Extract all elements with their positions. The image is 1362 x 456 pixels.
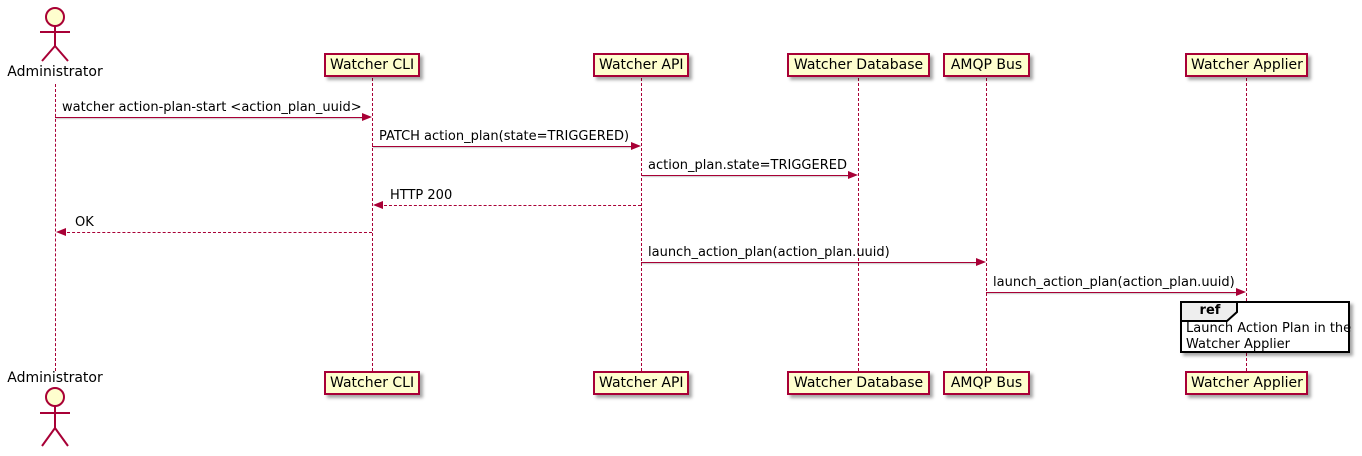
- participant-amqp-bus-bottom: AMQP Bus: [943, 371, 1030, 395]
- participant-watcher-database-top: Watcher Database: [787, 53, 930, 77]
- message-7-line: [986, 292, 1239, 293]
- message-1-label: watcher action-plan-start <action_plan_u…: [62, 100, 362, 115]
- lifeline-amqp-bus: [986, 78, 987, 371]
- message-1-line: [55, 117, 365, 118]
- actor-label-bottom: Administrator: [7, 370, 103, 386]
- message-6-arrowhead-icon: [976, 258, 986, 266]
- message-6-label: launch_action_plan(action_plan.uuid): [648, 245, 890, 260]
- actor-icon-bottom: [40, 387, 70, 447]
- message-3-line: [641, 175, 851, 176]
- message-3-arrowhead-icon: [848, 171, 858, 179]
- participant-amqp-bus-top: AMQP Bus: [943, 53, 1030, 77]
- participant-watcher-cli-bottom: Watcher CLI: [324, 371, 420, 395]
- lifeline-administrator: [55, 84, 56, 371]
- message-4-line: [379, 205, 641, 206]
- participant-watcher-database-bottom: Watcher Database: [787, 371, 930, 395]
- message-5-line: [62, 232, 372, 233]
- message-2-line: [372, 146, 634, 147]
- participant-watcher-api-top: Watcher API: [593, 53, 689, 77]
- message-4-label: HTTP 200: [390, 188, 453, 203]
- lifeline-watcher-database: [858, 78, 859, 371]
- ref-keyword: ref: [1199, 303, 1221, 318]
- actor-icon-top: [40, 7, 70, 62]
- participant-watcher-api-bottom: Watcher API: [593, 371, 689, 395]
- actor-label-top: Administrator: [7, 64, 103, 80]
- message-7-arrowhead-icon: [1236, 288, 1246, 296]
- ref-tab-shape: [1180, 301, 1238, 322]
- message-1-arrowhead-icon: [362, 113, 372, 121]
- ref-fragment: ref Launch Action Plan in the Watcher Ap…: [1180, 301, 1352, 353]
- lifeline-watcher-applier: [1246, 78, 1247, 371]
- ref-text-line2: Watcher Applier: [1186, 337, 1290, 352]
- participant-watcher-applier-top: Watcher Applier: [1185, 53, 1308, 77]
- message-2-label: PATCH action_plan(state=TRIGGERED): [379, 129, 630, 144]
- message-7-label: launch_action_plan(action_plan.uuid): [993, 275, 1235, 290]
- lifeline-watcher-cli: [372, 78, 373, 371]
- message-2-arrowhead-icon: [631, 142, 641, 150]
- message-3-label: action_plan.state=TRIGGERED: [648, 158, 847, 173]
- message-4-arrowhead-icon: [373, 201, 383, 209]
- participant-watcher-cli-top: Watcher CLI: [324, 53, 420, 77]
- message-6-line: [641, 262, 979, 263]
- participant-watcher-applier-bottom: Watcher Applier: [1185, 371, 1308, 395]
- message-5-label: OK: [75, 215, 94, 230]
- lifeline-watcher-api: [641, 78, 642, 371]
- message-5-arrowhead-icon: [56, 228, 66, 236]
- ref-text-line1: Launch Action Plan in the: [1186, 321, 1352, 336]
